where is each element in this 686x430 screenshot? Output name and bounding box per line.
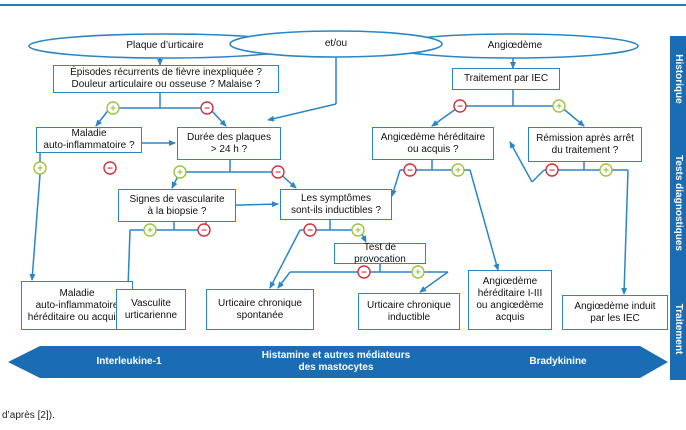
- plus-icon: [351, 223, 365, 237]
- svg-text:+: +: [147, 226, 153, 237]
- side-label-traitement: Traitement: [673, 303, 684, 355]
- svg-text:−: −: [361, 268, 367, 279]
- svg-text:+: +: [455, 166, 461, 177]
- node-test-provocation: Test de provocation: [334, 242, 426, 265]
- minus-icon: [357, 265, 371, 279]
- minus-icon: [197, 223, 211, 237]
- plus-icon: [451, 163, 465, 177]
- svg-text:−: −: [204, 104, 210, 115]
- top-rule: [0, 4, 686, 6]
- svg-text:+: +: [177, 168, 183, 179]
- plus-icon: [173, 165, 187, 179]
- svg-text:−: −: [457, 102, 463, 113]
- plus-icon: [106, 101, 120, 115]
- ellipse-urticaire-label: Plaque d’urticaire: [126, 40, 204, 51]
- svg-text:+: +: [415, 268, 421, 279]
- node-episodes: Épisodes récurrents de fièvre inexpliqué…: [53, 65, 279, 93]
- minus-icon: [403, 163, 417, 177]
- svg-text:+: +: [603, 166, 609, 177]
- svg-text:+: +: [556, 102, 562, 113]
- svg-text:−: −: [549, 166, 555, 177]
- side-phase-bar: [670, 36, 686, 380]
- node-duree-plaques: Durée des plaques> 24 h ?: [177, 127, 281, 160]
- figure-caption: d’après [2]).: [2, 410, 55, 421]
- minus-icon: [200, 101, 214, 115]
- svg-text:−: −: [407, 166, 413, 177]
- svg-text:−: −: [201, 226, 207, 237]
- ellipse-etou-label: et/ou: [324, 38, 348, 49]
- band-right-label: Bradykinine: [529, 356, 587, 367]
- plus-icon: [33, 161, 47, 175]
- svg-text:−: −: [107, 164, 113, 175]
- band-left-label: Interleukine-1: [96, 356, 162, 367]
- svg-text:−: −: [275, 168, 281, 179]
- minus-icon: [545, 163, 559, 177]
- svg-text:+: +: [37, 164, 43, 175]
- plus-icon: [599, 163, 613, 177]
- minus-icon: [303, 223, 317, 237]
- minus-icon: [453, 99, 467, 113]
- node-traitement-iec: Traitement par IEC: [452, 68, 560, 90]
- plus-icon: [552, 99, 566, 113]
- svg-text:+: +: [355, 226, 361, 237]
- plus-icon: [143, 223, 157, 237]
- plus-icon: [411, 265, 425, 279]
- ellipse-angioedeme-label: Angiœdème: [487, 40, 543, 51]
- minus-icon: [271, 165, 285, 179]
- svg-text:−: −: [307, 226, 313, 237]
- minus-icon: [103, 161, 117, 175]
- svg-text:+: +: [110, 104, 116, 115]
- mediator-band: [8, 346, 668, 378]
